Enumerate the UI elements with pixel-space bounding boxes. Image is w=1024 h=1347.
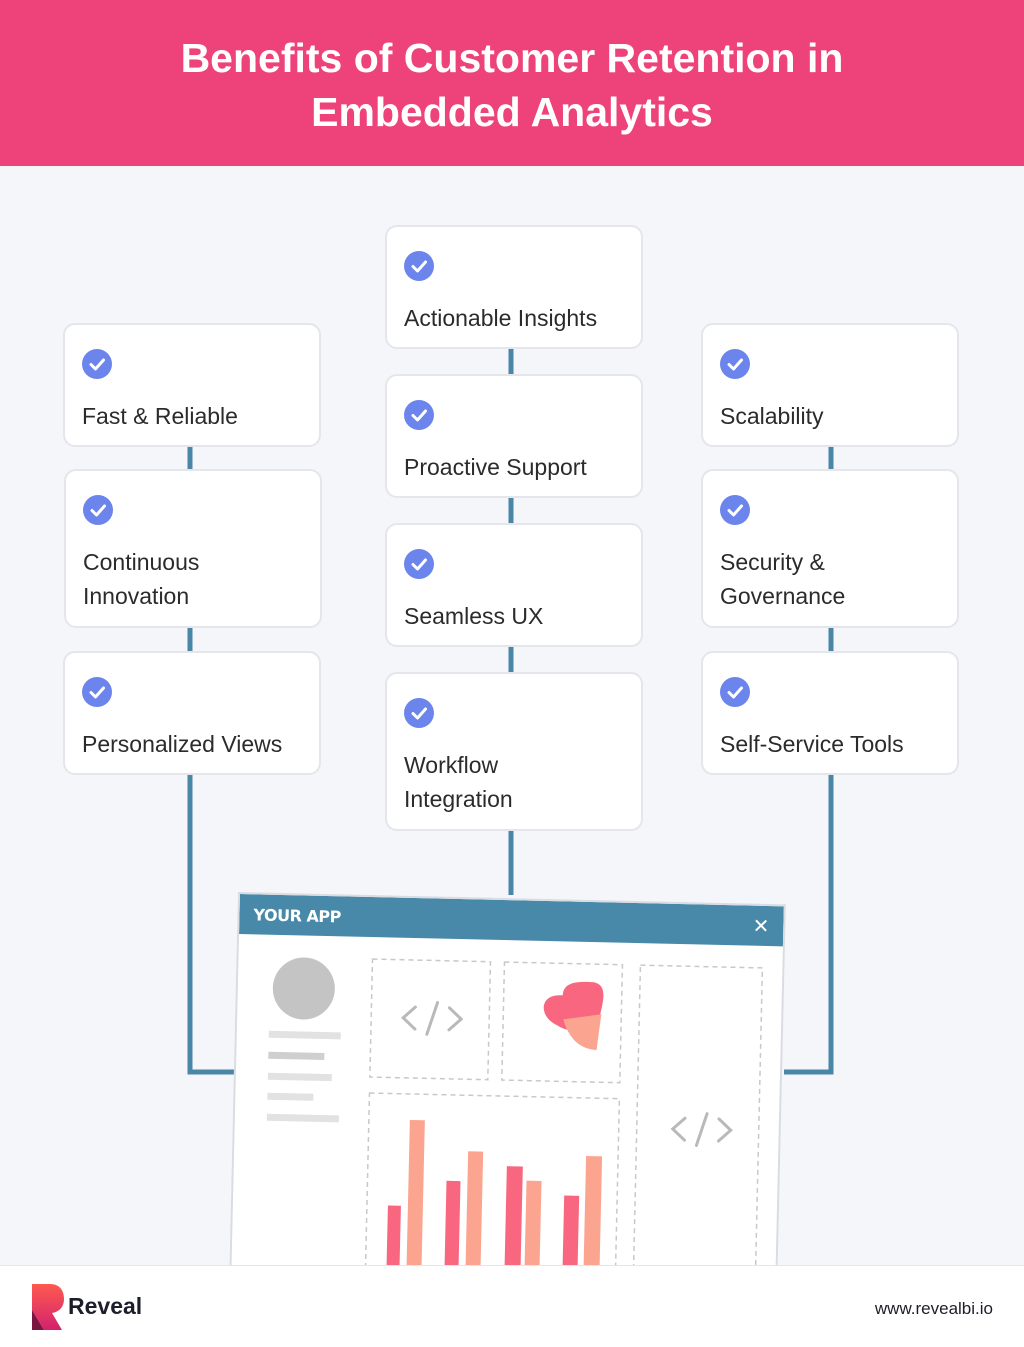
page-header: Benefits of Customer Retention in Embedd…: [0, 0, 1024, 166]
page-title-line-2: Embedded Analytics: [311, 89, 713, 135]
card-label-line-1: Workflow: [404, 752, 499, 778]
pie-chart-icon: [543, 981, 604, 1051]
card-label: Actionable Insights: [404, 305, 598, 331]
card-label: Self-Service Tools: [720, 731, 904, 757]
card-fast-reliable: Fast & Reliable: [63, 323, 321, 447]
code-icon: [400, 1001, 464, 1036]
connector-left-to-app: [187, 775, 242, 1075]
card-seamless-ux: Seamless UX: [385, 523, 643, 647]
app-window: YOUR APP ✕: [229, 892, 786, 1285]
card-label: Continuous Innovation: [83, 545, 308, 613]
card-proactive-support: Proactive Support: [385, 374, 643, 498]
card-workflow-integration: Workflow Integration: [385, 672, 643, 831]
card-continuous-innovation: Continuous Innovation: [64, 469, 322, 628]
footer: Reveal www.revealbi.io: [0, 1265, 1024, 1347]
check-icon: [720, 495, 750, 525]
bar-panel: [364, 1092, 621, 1284]
check-icon: [404, 549, 434, 579]
avatar-icon: [272, 957, 335, 1020]
website-link[interactable]: www.revealbi.io: [874, 1299, 993, 1318]
card-personalized-views: Personalized Views: [63, 651, 321, 775]
code-icon: [670, 1112, 733, 1147]
card-label: Fast & Reliable: [82, 403, 238, 429]
card-label-line-1: Security &: [720, 549, 825, 575]
check-icon: [720, 677, 750, 707]
check-icon: [404, 400, 434, 430]
bar-chart-icon: [386, 1119, 603, 1283]
check-icon: [404, 251, 434, 281]
check-icon: [82, 349, 112, 379]
code-panel-2: [632, 964, 764, 1285]
card-label-line-2: Governance: [720, 583, 846, 609]
card-label: Proactive Support: [404, 454, 587, 480]
card-label: Seamless UX: [404, 603, 544, 629]
card-scalability: Scalability: [701, 323, 959, 447]
connector-right-to-app: [784, 775, 834, 1075]
reveal-logo-icon: [32, 1284, 64, 1330]
card-label-line-1: Continuous: [83, 549, 200, 575]
brand-name: Reveal: [68, 1293, 143, 1319]
card-label-line-2: Innovation: [83, 583, 190, 609]
card-label: Scalability: [720, 403, 824, 429]
card-self-service-tools: Self-Service Tools: [701, 651, 959, 775]
card-label: Security & Governance: [720, 545, 945, 613]
check-icon: [720, 349, 750, 379]
check-icon: [83, 495, 113, 525]
card-label-line-2: Integration: [404, 786, 513, 812]
check-icon: [82, 677, 112, 707]
card-label: Personalized Views: [82, 731, 283, 757]
page-title-line-1: Benefits of Customer Retention in: [180, 35, 844, 81]
card-actionable-insights: Actionable Insights: [385, 225, 643, 349]
card-label: Workflow Integration: [404, 748, 629, 816]
app-content: [266, 957, 764, 1285]
profile-text-lines: [266, 1030, 341, 1123]
check-icon: [404, 698, 434, 728]
code-panel-1: [369, 958, 492, 1081]
card-security-governance: Security & Governance: [701, 469, 959, 628]
